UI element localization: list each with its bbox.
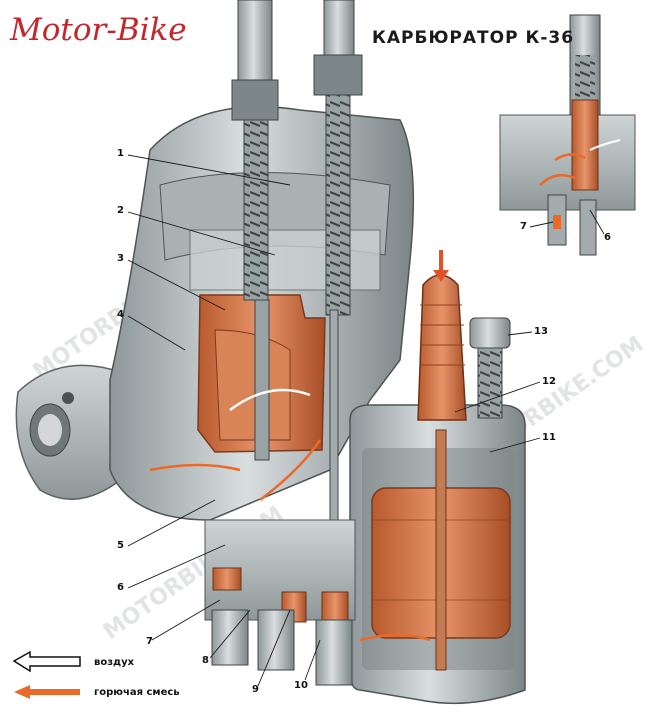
callout-2: 2: [117, 205, 124, 216]
fuel-inlet-fitting: [417, 250, 467, 421]
callout-1: 1: [117, 148, 124, 159]
inset-callout-6: 6: [604, 232, 611, 243]
callout-7: 7: [146, 636, 153, 647]
diagram-title: КАРБЮРАТОР К-36: [372, 28, 575, 48]
brand-logo: Motor-Bike: [10, 12, 187, 48]
flow-arrows: [149, 388, 431, 642]
inset-diagram: [499, 14, 636, 256]
tickler: [469, 317, 511, 419]
callout-3: 3: [117, 253, 124, 264]
callout-12: 12: [542, 376, 556, 387]
inset-callout-7: 7: [520, 221, 527, 232]
callout-8: 8: [202, 655, 209, 666]
callout-9: 9: [252, 684, 259, 695]
callout-4: 4: [117, 309, 124, 320]
callout-6: 6: [117, 582, 124, 593]
leader-lines: [127, 154, 605, 687]
jet-block: [204, 519, 356, 686]
callout-13: 13: [534, 326, 548, 337]
callout-11: 11: [542, 432, 556, 443]
legend-mixture-arrow: [14, 685, 80, 699]
float-chamber: [349, 404, 526, 705]
legend-air-label: воздух: [94, 657, 135, 668]
legend-mixture-label: горючая смесь: [94, 687, 180, 698]
callout-10: 10: [294, 680, 308, 691]
legend-air-arrow: [12, 650, 81, 673]
throttle-cable: [231, 0, 279, 301]
throttle-slide: [197, 294, 326, 461]
choke-cable: [313, 0, 363, 316]
callout-5: 5: [117, 540, 124, 551]
